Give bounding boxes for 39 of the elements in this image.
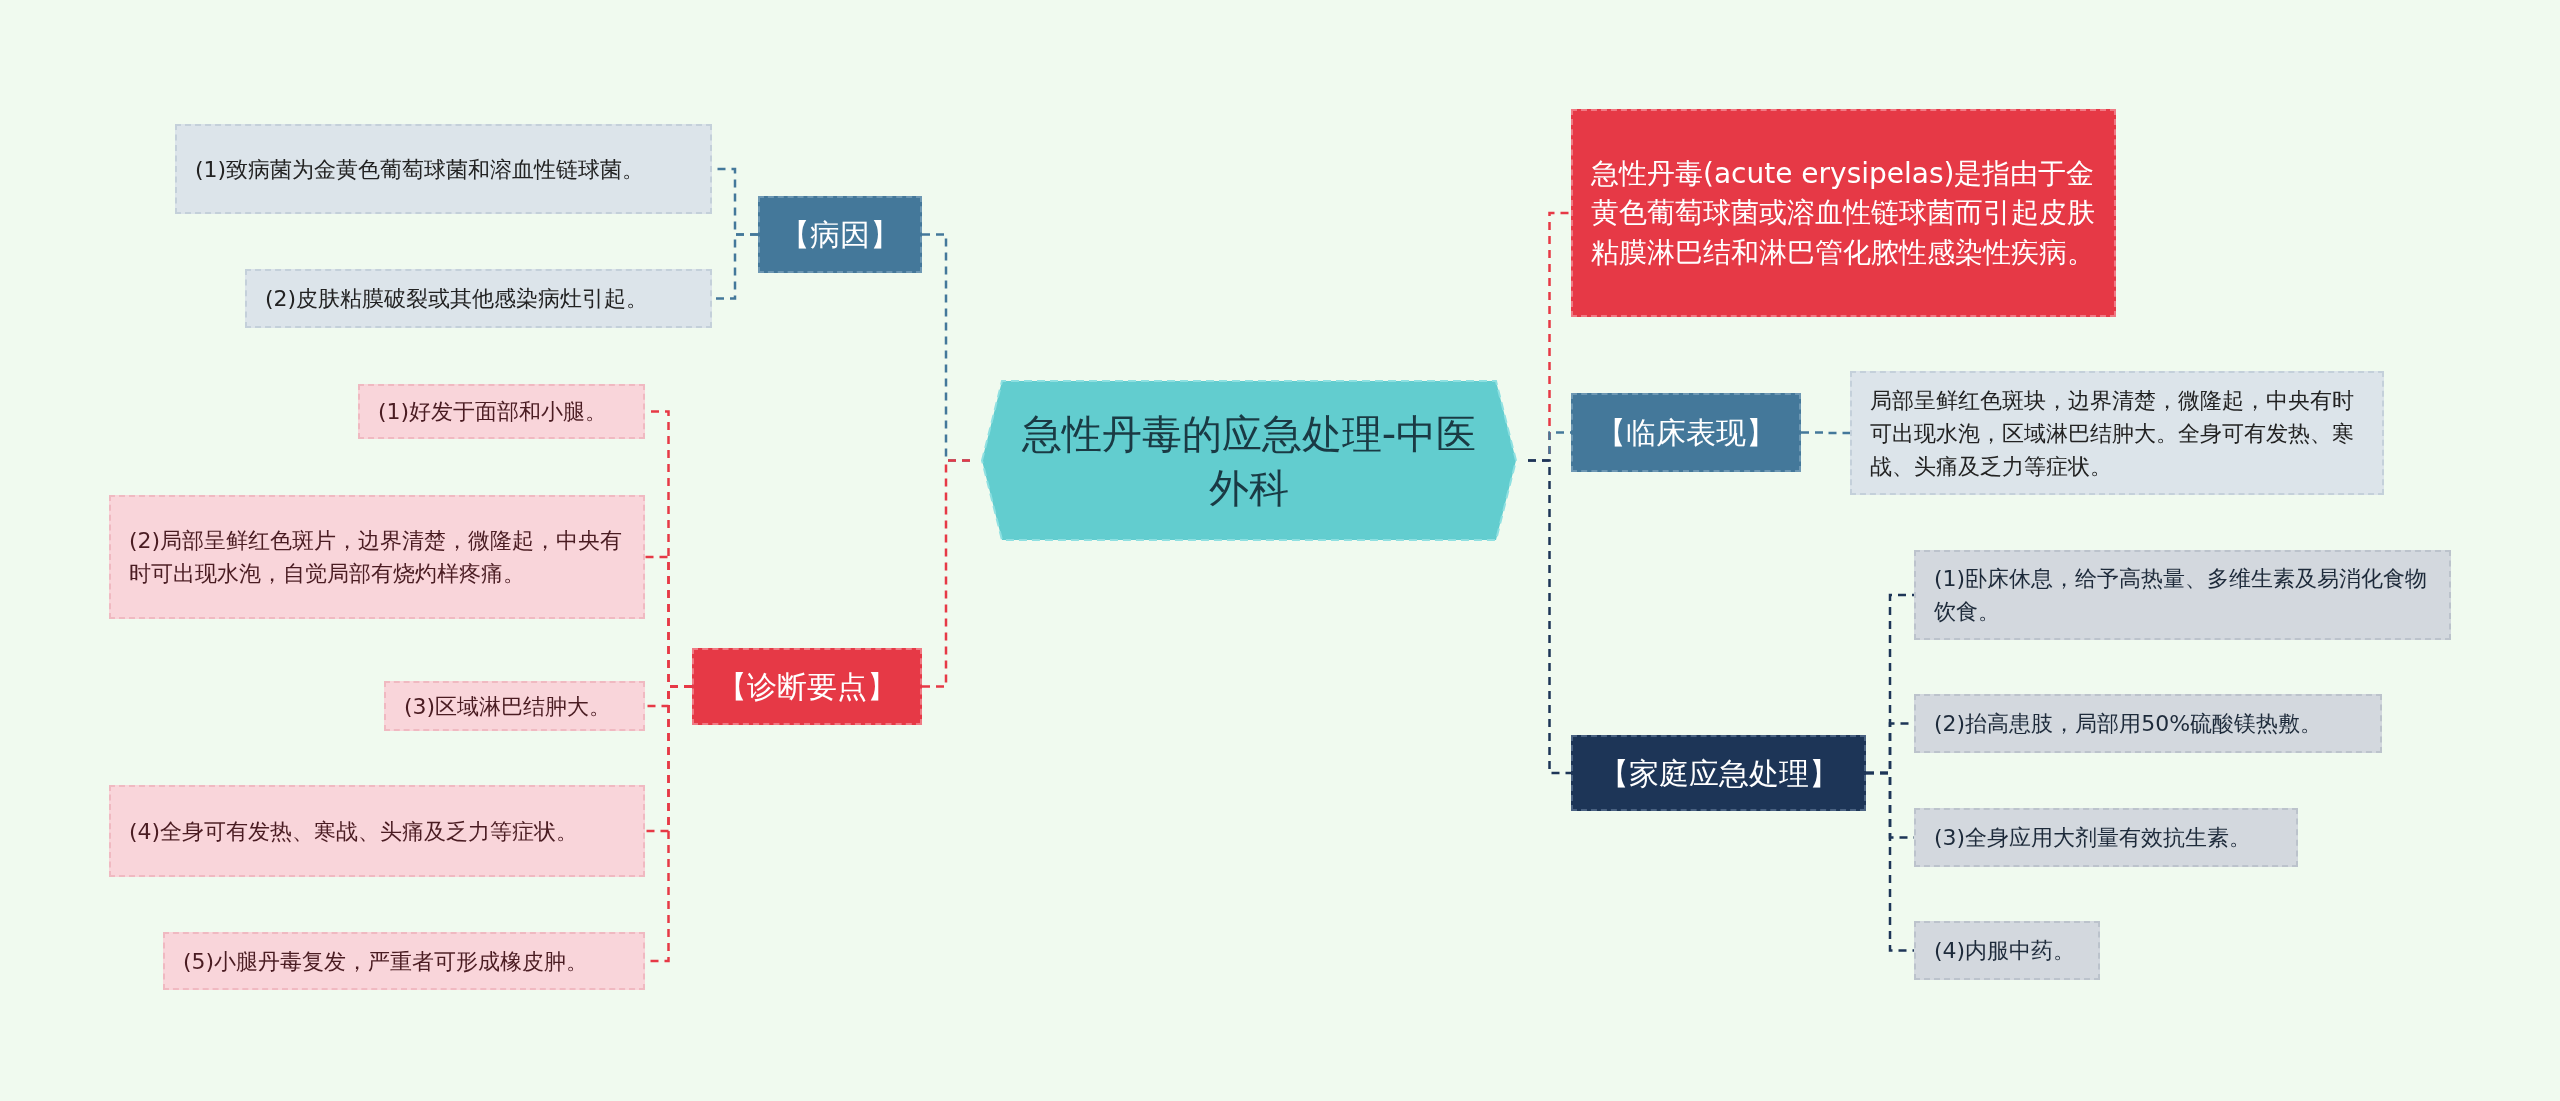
topic-text: (1)卧床休息，给予高热量、多维生素及易消化食物饮食。 xyxy=(1934,565,2429,626)
topic-text: (2)皮肤粘膜破裂或其他感染病灶引起。 xyxy=(265,285,650,313)
note-box xyxy=(1914,808,2298,867)
topic-text: (2)抬高患肢，局部用50%硫酸镁热敷。 xyxy=(1934,710,2324,738)
topic-text: (3)区域淋巴结肿大。 xyxy=(404,692,613,721)
topic-text: 【家庭应急处理】 xyxy=(1598,754,1839,793)
topic-text: 急性丹毒(acute erysipelas)是指由于金黄色葡萄球菌或溶血性链球菌而引起皮肤粘膜淋巴结和淋巴管化脓性感染性疾病。 xyxy=(1591,156,2096,271)
connector-line xyxy=(922,459,970,688)
connector-line xyxy=(1866,771,1914,952)
topic-text: (4)全身可有发热、寒战、头痛及乏力等症状。 xyxy=(129,817,580,846)
topic-text: (4)内服中药。 xyxy=(1934,937,2077,965)
connector-line xyxy=(1801,431,1850,435)
topic-text: (1)致病菌为金黄色葡萄球菌和溶血性链球菌。 xyxy=(195,155,646,184)
topic-text: (3)全身应用大剂量有效抗生素。 xyxy=(1934,824,2253,852)
topic-text: 局部呈鲜红色斑块，边界清楚，微隆起，中央有时可出现水泡，区域淋巴结肿大。全身可有发热、寒战、头痛及乏力等症状。 xyxy=(1870,386,2355,481)
topic-text: (5)小腿丹毒复发，严重者可形成橡皮肿。 xyxy=(183,947,590,976)
topic-text: 【病因】 xyxy=(780,216,900,254)
central-topic-text: 急性丹毒的应急处理-中医外科 xyxy=(1020,409,1478,513)
note-box xyxy=(163,932,645,990)
note-box xyxy=(1914,921,2100,980)
definition-box xyxy=(1571,109,2116,317)
branch-topic-box xyxy=(692,648,922,725)
note-box xyxy=(245,269,712,328)
connector-line xyxy=(1528,459,1571,775)
note-box xyxy=(1850,371,2384,495)
topic-text: (1)好发于面部和小腿。 xyxy=(378,398,609,426)
topic-text: (2)局部呈鲜红色斑片，边界清楚，微隆起，中央有时可出现水泡，自觉局部有烧灼样疼痛。 xyxy=(129,527,624,588)
topic-text: 【临床表现】 xyxy=(1596,414,1776,452)
branch-topic-box xyxy=(1571,735,1866,811)
branch-topic-box xyxy=(1571,393,1801,472)
topic-text: 【诊断要点】 xyxy=(717,668,897,706)
note-box xyxy=(109,495,645,619)
note-box xyxy=(384,681,645,731)
note-box xyxy=(358,384,645,439)
note-box xyxy=(1914,694,2382,753)
note-box xyxy=(1914,550,2451,640)
note-box xyxy=(175,124,712,214)
note-box xyxy=(109,785,645,877)
branch-topic-box xyxy=(758,196,922,273)
